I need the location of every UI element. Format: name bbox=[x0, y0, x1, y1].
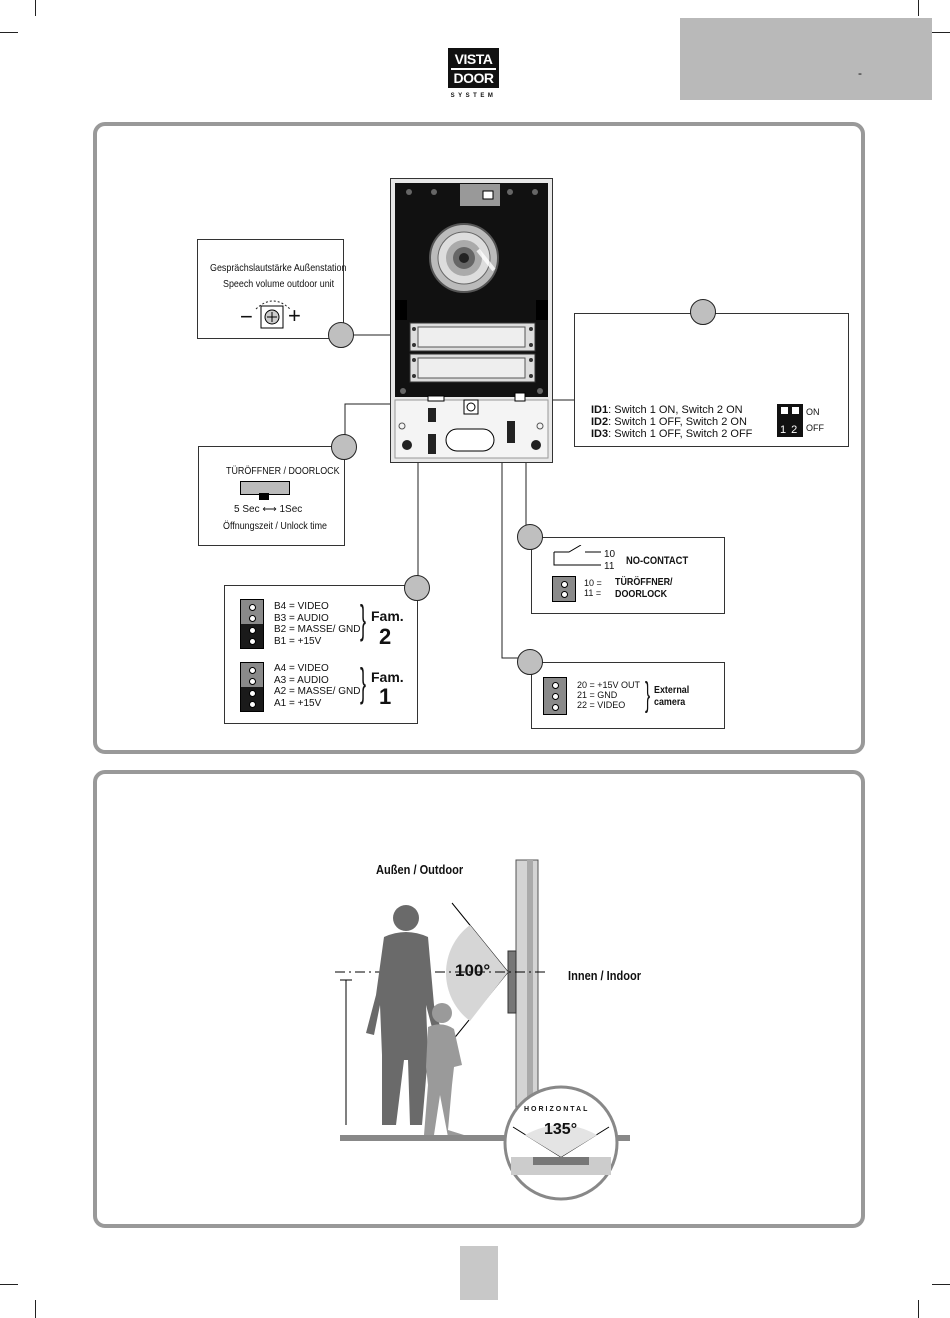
callout-no-contact bbox=[517, 524, 543, 550]
outdoor-label: Außen / Outdoor bbox=[376, 862, 464, 877]
camera-label-2: camera bbox=[654, 696, 686, 708]
callout-doorlock-timer bbox=[331, 434, 357, 460]
fam1-line-a3: A3 = AUDIO bbox=[274, 674, 329, 686]
relay-contact-icon bbox=[553, 545, 601, 566]
logo-line-1: VISTA bbox=[451, 51, 496, 70]
id3-row: ID3: Switch 1 OFF, Switch 2 OFF bbox=[591, 428, 753, 440]
fam1-number: 1 bbox=[379, 684, 392, 709]
horizontal-angle: 135° bbox=[544, 1121, 578, 1138]
fam2-line-b2: B2 = MASSE/ GND bbox=[274, 624, 361, 635]
horizontal-title: HORIZONTAL bbox=[524, 1106, 590, 1113]
fam2-line-b3: B3 = AUDIO bbox=[274, 612, 329, 624]
indoor-label: Innen / Indoor bbox=[568, 968, 642, 983]
fam1-brace: } bbox=[360, 661, 367, 705]
crop-mark bbox=[918, 1300, 919, 1318]
id-switch-box bbox=[574, 313, 849, 447]
fam1-line-a1: A1 = +15V bbox=[274, 697, 322, 709]
camera-label-1: External bbox=[654, 684, 690, 696]
timer-slider-knob bbox=[259, 493, 269, 500]
dip-on-label: ON bbox=[806, 407, 820, 417]
callout-external-camera bbox=[517, 649, 543, 675]
installation-diagram bbox=[335, 859, 630, 1143]
camera-line-21: 21 = GND bbox=[577, 690, 618, 700]
fam2-number: 2 bbox=[379, 624, 392, 649]
horizontal-view-magnifier bbox=[503, 1085, 619, 1201]
vertical-angle: 100° bbox=[455, 961, 491, 980]
id1-row: ID1: Switch 1 ON, Switch 2 ON bbox=[591, 404, 743, 416]
crop-mark bbox=[35, 0, 36, 16]
outdoor-unit-drawing bbox=[390, 178, 553, 463]
camera-line-22: 22 = VIDEO bbox=[577, 700, 626, 710]
timer-range: 5 Sec ⟷ 1Sec bbox=[234, 504, 303, 515]
external-camera-box bbox=[531, 662, 725, 729]
fam2-brace: } bbox=[360, 598, 367, 642]
crop-mark bbox=[932, 1284, 950, 1285]
camera-brace: } bbox=[645, 676, 651, 714]
fam1-label: Fam. bbox=[371, 669, 404, 685]
doorlock-timer-box bbox=[198, 446, 345, 546]
header-dash: - bbox=[858, 66, 862, 80]
fam1-terminal-icon bbox=[240, 662, 264, 712]
doorlock-terminal-label-1: TÜRÖFFNER/ bbox=[615, 576, 673, 588]
dip-switch-icon: 1 2 bbox=[777, 404, 803, 437]
callout-families bbox=[404, 575, 430, 601]
relay-pin-10: 10 bbox=[604, 549, 616, 560]
crop-mark bbox=[35, 1300, 36, 1318]
logo-line-2: DOOR bbox=[453, 70, 495, 86]
doorlock-timer-title: TÜRÖFFNER / DOORLOCK bbox=[226, 465, 340, 477]
volume-potentiometer-icon bbox=[255, 300, 291, 329]
doorlock-terminal-label-2: DOORLOCK bbox=[615, 588, 668, 600]
crop-mark bbox=[932, 32, 950, 33]
id2-row: ID2: Switch 1 OFF, Switch 2 ON bbox=[591, 416, 747, 428]
doorlock-terminal-pins: 10 = 11 = bbox=[584, 578, 602, 598]
minus-sign: − bbox=[240, 304, 253, 329]
doorlock-terminal-icon bbox=[552, 576, 576, 602]
logo-subtitle: SYSTEM bbox=[450, 93, 497, 99]
vistadoor-logo: VISTA DOOR bbox=[448, 48, 499, 88]
fam1-line-a2: A2 = MASSE/ GND bbox=[274, 686, 361, 697]
speech-volume-label-en: Speech volume outdoor unit bbox=[223, 278, 335, 290]
fam2-line-b1: B1 = +15V bbox=[274, 635, 322, 647]
no-contact-label: NO-CONTACT bbox=[626, 555, 689, 567]
crop-mark bbox=[0, 32, 18, 33]
header-block bbox=[680, 18, 932, 100]
dip-switch-numbers: 1 2 bbox=[780, 424, 799, 436]
fam1-line-a4: A4 = VIDEO bbox=[274, 663, 329, 674]
plus-sign: + bbox=[288, 303, 301, 328]
fam2-label: Fam. bbox=[371, 608, 404, 624]
fam2-line-b4: B4 = VIDEO bbox=[274, 601, 329, 612]
camera-line-20: 20 = +15V OUT bbox=[577, 680, 641, 690]
callout-speech-volume bbox=[328, 322, 354, 348]
crop-mark bbox=[918, 0, 919, 16]
speech-volume-label-de: Gesprächslautstärke Außenstation bbox=[210, 262, 347, 274]
fam2-terminal-icon bbox=[240, 599, 264, 649]
dip-off-label: OFF bbox=[806, 423, 824, 433]
timer-caption: Öffnungszeit / Unlock time bbox=[223, 520, 328, 532]
camera-terminal-icon bbox=[543, 677, 567, 715]
crop-mark bbox=[0, 1284, 18, 1285]
page-number-tab bbox=[460, 1246, 498, 1300]
no-contact-box bbox=[531, 537, 725, 614]
relay-pin-11: 11 bbox=[604, 561, 615, 572]
callout-id-switch bbox=[690, 299, 716, 325]
